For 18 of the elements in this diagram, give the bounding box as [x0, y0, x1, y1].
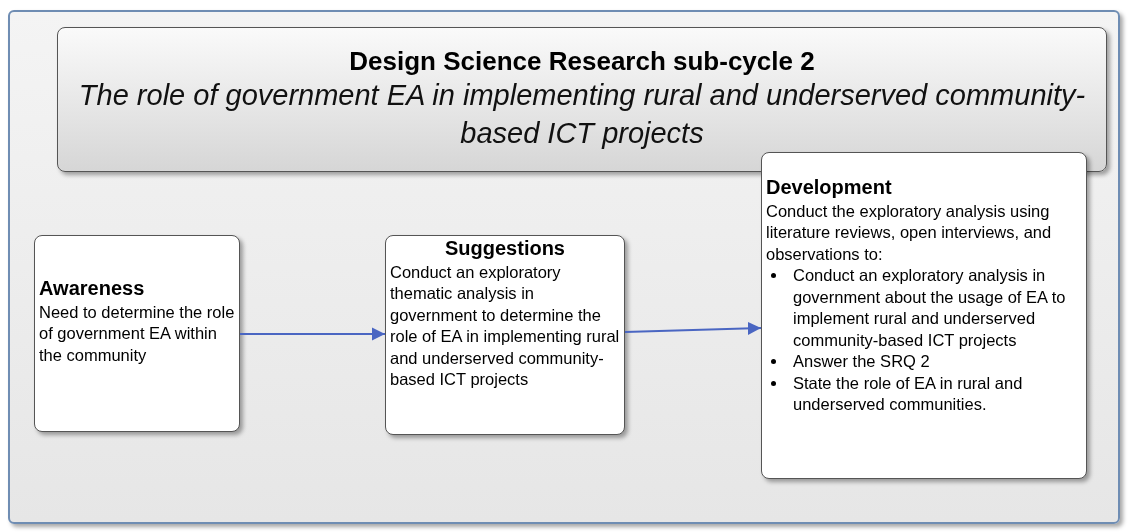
bullet-item: State the role of EA in rural and underserved communities.	[793, 372, 1024, 415]
process-box	[385, 235, 625, 435]
outer-panel	[8, 10, 1120, 524]
box-heading: Development	[766, 175, 893, 199]
arrow	[240, 327, 385, 341]
title: Design Science Research sub-cycle 2	[349, 46, 815, 78]
subtitle: The role of government EA in implementing rural and underserved community-based ICT projects	[77, 78, 1087, 152]
title-box	[57, 27, 1107, 172]
arrow	[624, 321, 762, 335]
process-box	[34, 235, 240, 432]
box-heading: Suggestions	[444, 236, 566, 260]
box-text: Conduct the exploratory analysis using literature reviews, open interviews, and observations to:	[766, 201, 1053, 265]
box-text: Need to determine the role of government EA within the community	[39, 302, 235, 366]
process-box	[761, 152, 1087, 479]
bullet-item: Answer the SRQ 2	[793, 351, 930, 373]
bullet-item: Conduct an exploratory analysis in government about the usage of EA to implement rural and underserved community-based ICT projects	[793, 265, 1067, 351]
box-text: Conduct an exploratory thematic analysis in government to determine the role of EA in implementing rural and underserved community-based ICT projects	[390, 262, 620, 391]
box-heading: Awareness	[39, 276, 146, 300]
